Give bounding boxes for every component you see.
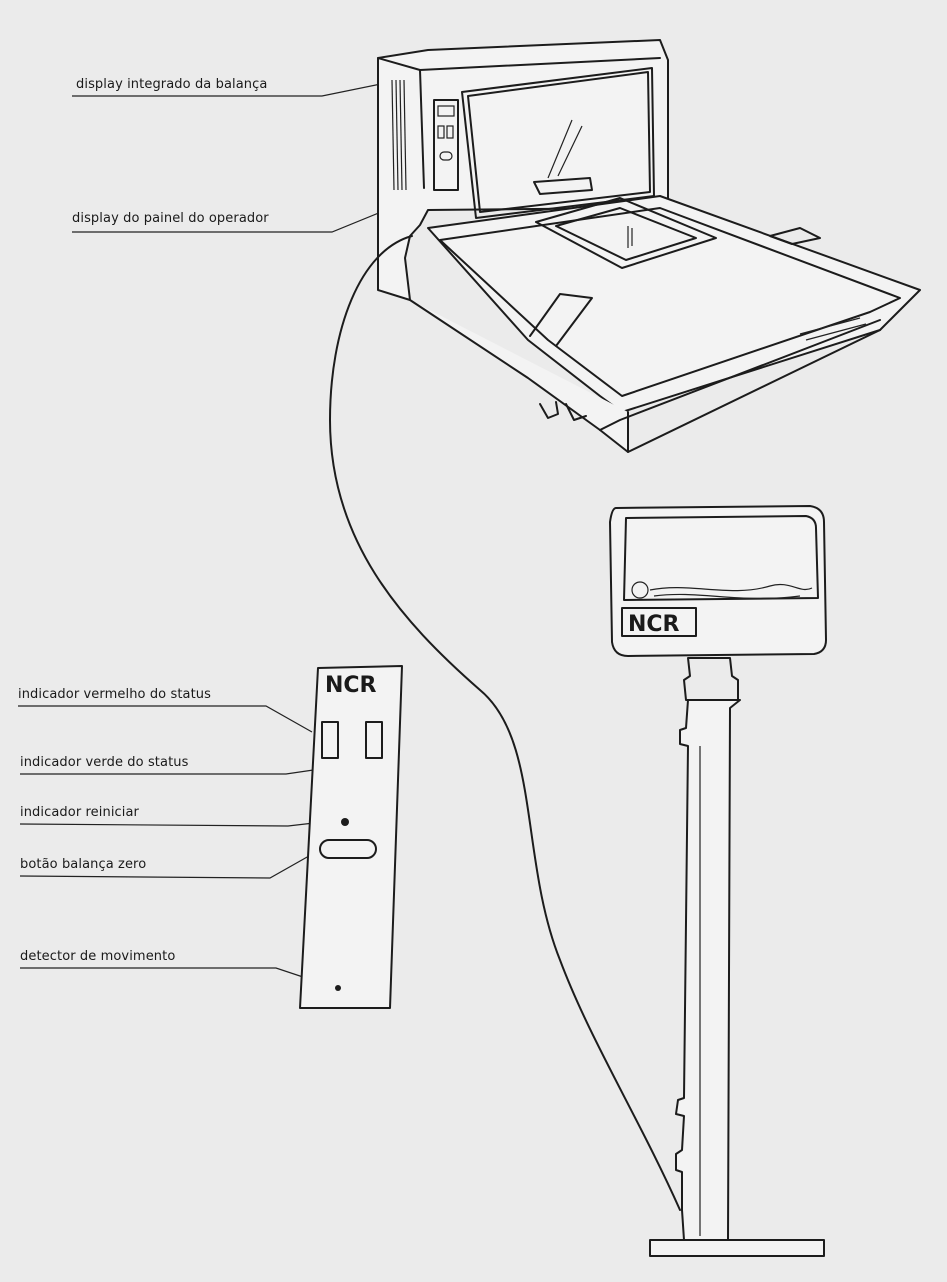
- label-scale-display: display integrado da balança: [76, 77, 268, 92]
- zero-scale-button[interactable]: [319, 839, 377, 859]
- green-status-indicator: [365, 721, 383, 759]
- pole-display: NCR: [609, 505, 827, 1257]
- label-green-status: indicador verde do status: [20, 755, 189, 770]
- label-reset: indicador reiniciar: [20, 805, 140, 820]
- panel-logo: NCR: [325, 673, 377, 698]
- pole-logo-box: [621, 607, 697, 637]
- scanner-scale-unit: [377, 39, 921, 453]
- label-operator-display: display do painel do operador: [72, 211, 269, 226]
- motion-detector: [335, 985, 341, 991]
- red-status-indicator: [321, 721, 339, 759]
- label-zero-button: botão balança zero: [20, 857, 147, 872]
- operator-panel: NCR: [299, 665, 403, 1009]
- label-red-status: indicador vermelho do status: [18, 687, 212, 702]
- pole-logo: NCR: [628, 612, 680, 637]
- connection-cable: [329, 235, 681, 1211]
- label-motion-detector: detector de movimento: [20, 949, 176, 964]
- tower-vents: [391, 79, 407, 191]
- reset-indicator: [341, 818, 349, 826]
